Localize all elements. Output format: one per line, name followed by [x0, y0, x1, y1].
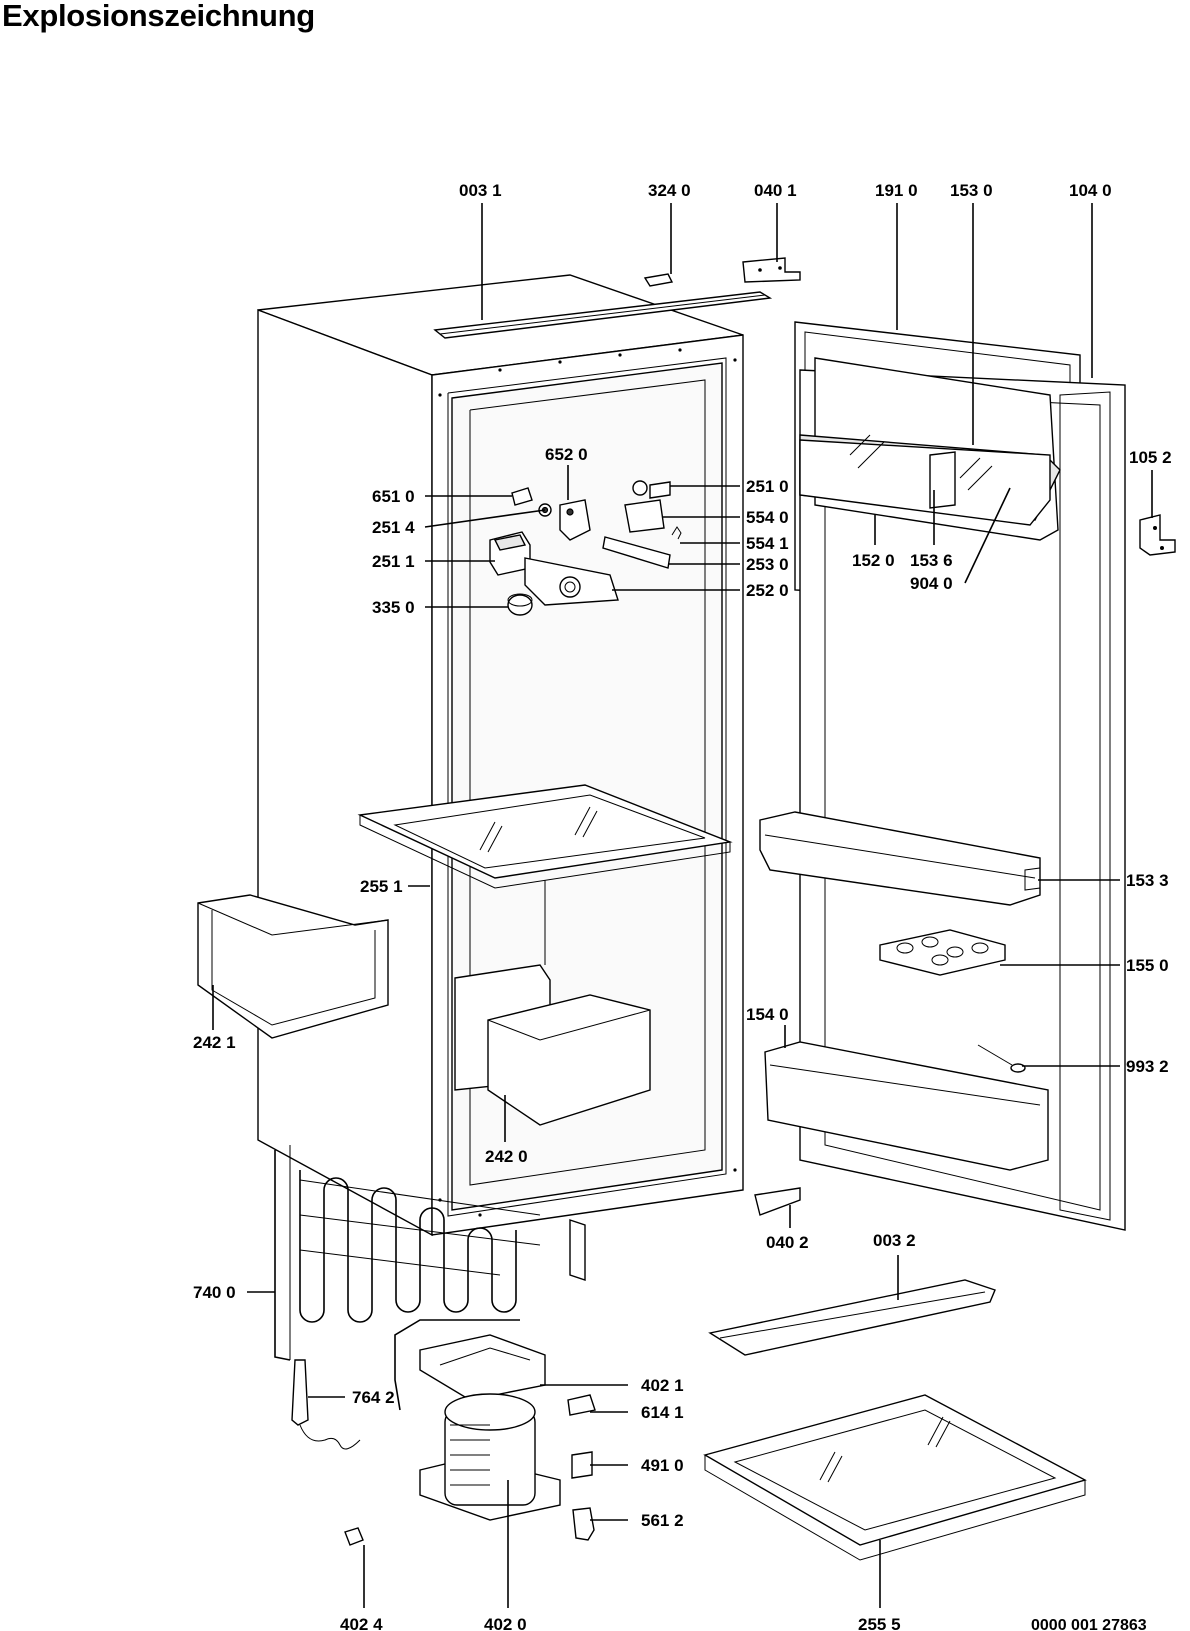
part-label-993-2: 993 2 [1126, 1057, 1169, 1076]
part-label-764-2: 764 2 [352, 1388, 395, 1407]
part-label-324-0: 324 0 [648, 181, 691, 200]
part-label-255-1: 255 1 [360, 877, 403, 896]
part-label-154-0: 154 0 [746, 1005, 789, 1024]
part-label-105-2: 105 2 [1129, 448, 1172, 467]
inner-drawers [454, 880, 651, 1126]
part-label-242-1: 242 1 [193, 1033, 236, 1052]
part-label-251-0: 251 0 [746, 477, 789, 496]
door-bin-upper [759, 811, 1041, 906]
part-label-191-0: 191 0 [875, 181, 918, 200]
part-label-740-0: 740 0 [193, 1283, 236, 1302]
frame-rivets [438, 348, 737, 1217]
part-label-153-6: 153 6 [910, 551, 953, 570]
thermostat-components [489, 480, 682, 616]
hinge-part [1139, 514, 1176, 556]
leader-lines [212, 203, 1153, 1608]
document-number: 0000 001 27863 [1031, 1617, 1147, 1631]
dryer-part [291, 1359, 361, 1450]
part-label-554-0: 554 0 [746, 508, 789, 527]
page-title: Explosionszeichnung [2, 0, 315, 33]
part-label-003-1: 003 1 [459, 181, 502, 200]
part-label-040-2: 040 2 [766, 1233, 809, 1252]
door-bin-lower [764, 1041, 1049, 1171]
crisper-drawer-part [197, 894, 389, 1039]
part-label-904-0: 904 0 [910, 574, 953, 593]
part-label-153-0: 153 0 [950, 181, 993, 200]
part-label-152-0: 152 0 [852, 551, 895, 570]
part-label-040-1: 040 1 [754, 181, 797, 200]
part-label-003-2: 003 2 [873, 1231, 916, 1250]
part-label-335-0: 335 0 [372, 598, 415, 617]
part-label-561-2: 561 2 [641, 1511, 684, 1530]
part-label-614-1: 614 1 [641, 1403, 684, 1422]
electrical-parts [567, 1394, 596, 1541]
clip-part [643, 273, 674, 287]
part-label-253-0: 253 0 [746, 555, 789, 574]
part-label-255-5: 255 5 [858, 1615, 901, 1631]
bottom-rail-part [708, 1279, 996, 1356]
condenser-part [274, 1145, 586, 1361]
part-label-652-0: 652 0 [545, 445, 588, 464]
part-label-155-0: 155 0 [1126, 956, 1169, 975]
lower-bracket-part [754, 1187, 801, 1216]
glass-shelf-part [357, 784, 733, 889]
part-label-402-4: 402 4 [340, 1615, 383, 1631]
bottom-shelf-part [703, 1394, 1087, 1561]
clip-part-402-4 [344, 1527, 364, 1546]
part-labels: 003 1 324 0 040 1 191 0 153 0 104 0 652 … [193, 181, 1172, 1631]
part-label-153-3: 153 3 [1126, 871, 1169, 890]
part-label-554-1: 554 1 [746, 534, 789, 553]
part-label-491-0: 491 0 [641, 1456, 684, 1475]
part-label-402-0: 402 0 [484, 1615, 527, 1631]
compressor-base-part [419, 1334, 546, 1401]
bracket-part [742, 257, 801, 283]
compressor-part [394, 1319, 561, 1521]
part-label-251-4: 251 4 [372, 518, 415, 537]
part-label-651-0: 651 0 [372, 487, 415, 506]
part-label-242-0: 242 0 [485, 1147, 528, 1166]
part-label-251-1: 251 1 [372, 552, 415, 571]
egg-tray-part [879, 929, 1006, 976]
door-assembly [794, 321, 1126, 1231]
part-label-104-0: 104 0 [1069, 181, 1112, 200]
part-label-252-0: 252 0 [746, 581, 789, 600]
part-label-402-1: 402 1 [641, 1376, 684, 1395]
top-rail-part [433, 291, 773, 339]
small-part-993 [977, 1044, 1026, 1073]
